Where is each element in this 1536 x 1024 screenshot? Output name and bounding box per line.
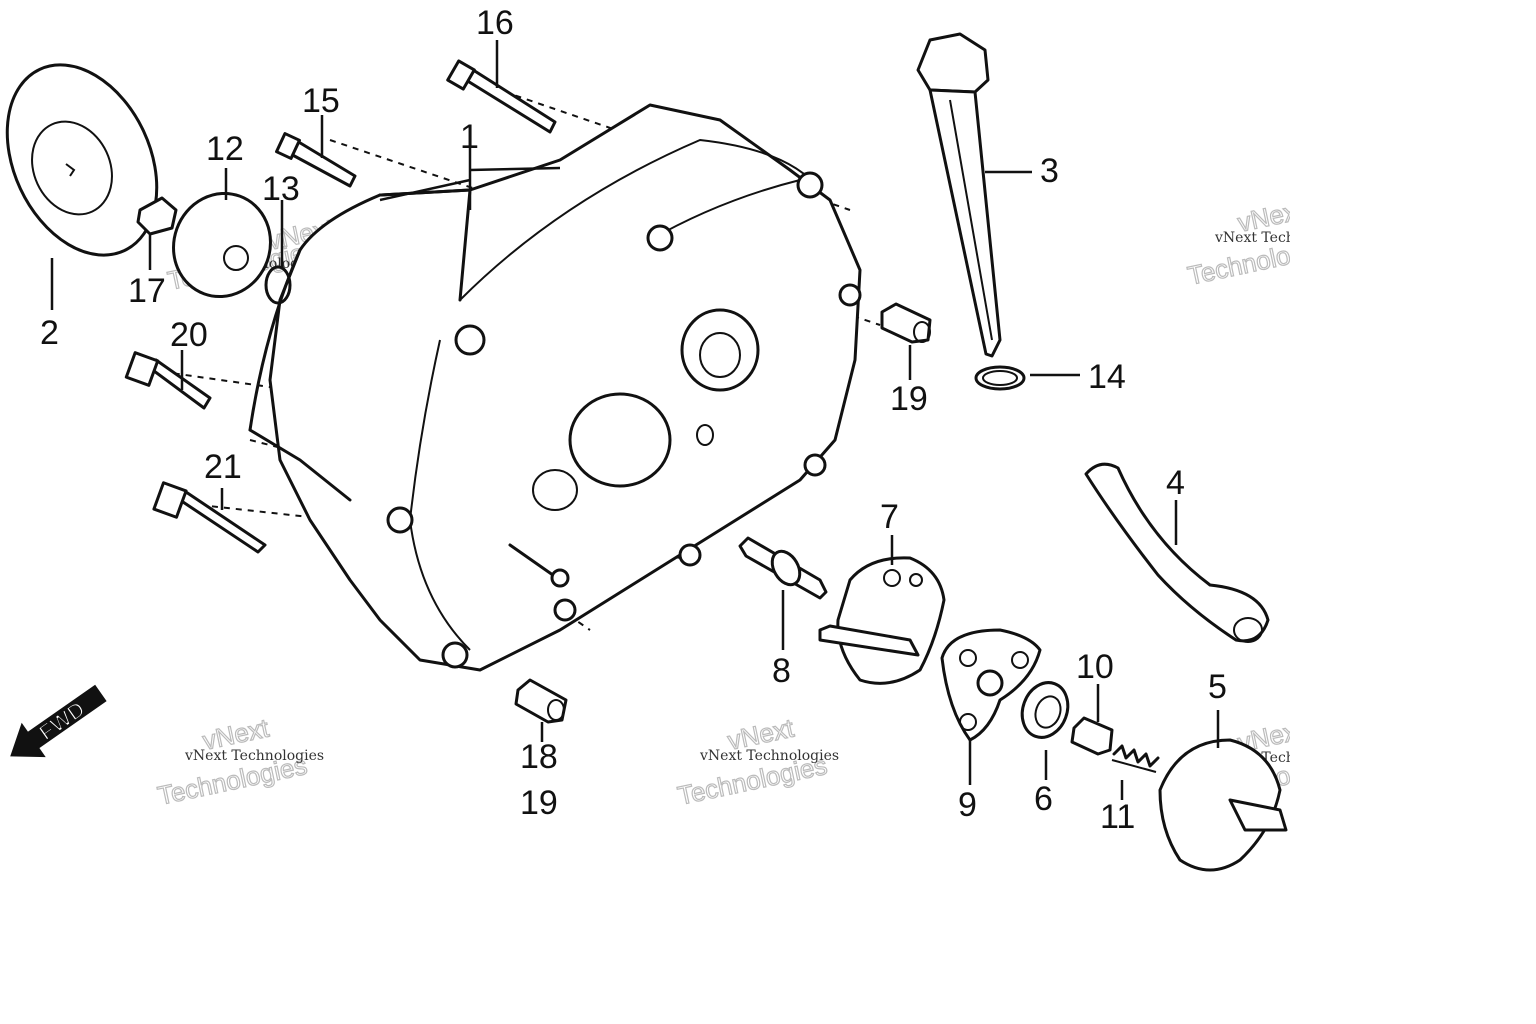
cap-part (5, 63, 159, 257)
nut-part (136, 196, 178, 236)
callout-1: 1 (460, 118, 479, 156)
crankcase-cover (248, 103, 862, 672)
dowel-pin-19 (880, 302, 932, 344)
plate-part (172, 191, 272, 299)
bolt-21 (152, 481, 267, 554)
watermark-text: vNext Technologies (699, 748, 839, 764)
callout-9: 9 (958, 786, 977, 824)
callout-18: 18 (520, 738, 558, 776)
blank-margin (1290, 0, 1536, 1024)
callout-8: 8 (772, 652, 791, 690)
fwd-arrow: FWD (10, 684, 107, 758)
bracket-part (1158, 738, 1288, 872)
collar-part (1020, 681, 1070, 739)
callout-11: 11 (1100, 798, 1135, 836)
flange-part (940, 628, 1042, 742)
callout-21: 21 (204, 448, 242, 486)
callout-7: 7 (880, 498, 899, 536)
callout-16: 16 (476, 4, 514, 42)
callout-19-right: 19 (890, 380, 928, 418)
watermark-text: vNext Technologies (184, 748, 324, 764)
oring-14-part (974, 365, 1026, 391)
oring-part (264, 265, 292, 305)
bolt-15 (275, 132, 357, 188)
callout-2: 2 (40, 314, 59, 352)
kick-lever-part (1084, 462, 1270, 643)
callout-14: 14 (1088, 358, 1126, 396)
callout-4: 4 (1166, 464, 1185, 502)
callout-13: 13 (262, 170, 300, 208)
dowel-pin-18 (514, 678, 568, 724)
callout-6: 6 (1034, 780, 1053, 818)
housing-part (818, 556, 946, 685)
bushing-part (1070, 716, 1114, 756)
callout-12: 12 (206, 130, 244, 168)
callout-19-bottom: 19 (520, 784, 558, 822)
arrow-icon (10, 684, 107, 758)
callout-20: 20 (170, 316, 208, 354)
callout-10: 10 (1076, 648, 1114, 686)
callout-3: 3 (1040, 152, 1059, 190)
dipstick-part (916, 32, 1002, 358)
callout-17: 17 (128, 272, 166, 310)
leader-lines (50, 40, 1220, 800)
callout-5: 5 (1208, 668, 1227, 706)
callout-labels: 1 2 3 4 5 6 7 8 9 10 11 12 13 14 15 16 1… (40, 4, 1227, 836)
spring-part (1111, 744, 1160, 773)
callout-15: 15 (302, 82, 340, 120)
bolt-20 (124, 351, 212, 410)
bolt-16 (446, 59, 557, 134)
stud-part (738, 536, 828, 600)
